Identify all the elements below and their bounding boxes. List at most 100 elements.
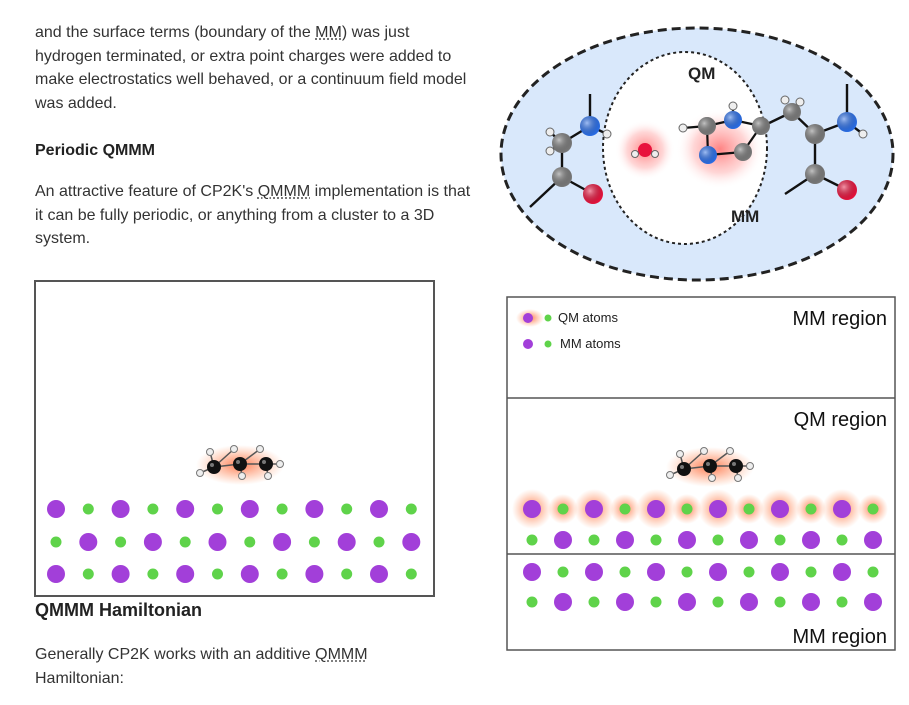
cation-atom: [709, 500, 727, 518]
cation-atom: [523, 500, 541, 518]
surface-slab-figure: [34, 280, 435, 597]
anion-atom: [774, 534, 786, 546]
intro-text-b: ) was just hydrogen terminated, or extra…: [35, 24, 467, 112]
anion-atom: [526, 534, 538, 546]
anion-atom: [526, 596, 538, 608]
anion-atom: [557, 503, 569, 515]
cation-atom: [79, 533, 98, 551]
anion-atom: [650, 534, 662, 546]
hydrogen-atom: [256, 445, 264, 453]
hamiltonian-text-b: Hamiltonian:: [35, 669, 124, 687]
anion-atom: [588, 534, 600, 546]
legend-qm-atoms: QM atoms: [558, 310, 618, 325]
mm-label: MM: [731, 207, 759, 226]
atoms: [545, 95, 868, 204]
atom-highlight: [706, 462, 710, 466]
cation-atom: [833, 500, 851, 518]
cation-atom: [771, 563, 789, 581]
anion-atom: [405, 568, 417, 580]
cation-atom: [370, 500, 388, 518]
anion-atom: [557, 566, 569, 578]
anion-atom: [341, 503, 353, 515]
cation-atom: [864, 593, 882, 611]
mm-region-top-label: MM region: [793, 308, 887, 330]
carbon-atom: [703, 459, 717, 473]
cation-atom: [143, 533, 162, 551]
periodic-text-a: An attractive feature of CP2K's: [35, 183, 258, 200]
anion-atom: [276, 503, 288, 515]
cation-atom: [802, 531, 820, 549]
carbon-atom: [233, 457, 247, 471]
anion-atom: [805, 503, 817, 515]
anion-atom: [743, 503, 755, 515]
atom-highlight: [732, 462, 736, 466]
cation-atom: [864, 531, 882, 549]
carbon-atom: [259, 457, 273, 471]
cation-atom: [554, 593, 572, 611]
anion-atom: [82, 568, 94, 580]
anion-atom: [212, 503, 223, 515]
atom-highlight: [680, 465, 684, 469]
cation-atom: [240, 500, 259, 518]
cation-atom: [47, 500, 65, 518]
anion-atom: [50, 536, 62, 548]
anion-atom: [681, 503, 693, 515]
qmmm-bubble-figure: QM MM: [499, 26, 895, 282]
legend: QM atoms MM atoms: [516, 309, 621, 351]
anion-atom: [619, 566, 631, 578]
cation-atom: [273, 533, 292, 551]
intro-text-a: and the surface terms (boundary of the: [35, 24, 316, 41]
cation-atom: [305, 565, 324, 583]
cation-atom: [554, 531, 572, 549]
cation-atom: [585, 563, 603, 581]
anion-atom: [588, 596, 600, 608]
mm-region-bottom-label: MM region: [793, 626, 887, 648]
cation-atom: [523, 563, 541, 581]
cation-atom: [740, 531, 758, 549]
anion-atom: [836, 534, 848, 546]
hamiltonian-text-a: Generally CP2K works with an additive: [35, 646, 316, 663]
anion-atom: [115, 536, 127, 548]
hydrogen-atom: [276, 460, 284, 468]
mm-abbreviation[interactable]: MM: [315, 24, 342, 41]
intro-paragraph: and the surface terms (boundary of the M…: [35, 21, 480, 115]
anion-atom: [805, 566, 817, 578]
anion-atom: [276, 568, 288, 580]
cation-atom: [111, 565, 130, 583]
hamiltonian-paragraph: Generally CP2K works with an additive QM…: [35, 643, 435, 690]
anion-atom: [836, 596, 848, 608]
cation-atom: [740, 593, 758, 611]
anion-atom: [867, 566, 879, 578]
qmmm-abbreviation-2[interactable]: QMMM: [315, 646, 368, 663]
anion-atom: [82, 503, 94, 515]
carbon-atom: [677, 462, 691, 476]
cation-atom: [370, 565, 388, 583]
section-heading-periodic: Periodic QMMM: [35, 142, 156, 159]
qm-region-label: QM region: [794, 409, 887, 431]
qm-label: QM: [688, 64, 715, 83]
cation-atom: [585, 500, 603, 518]
hydrogen-atom: [238, 472, 246, 480]
carbon-atom: [207, 460, 221, 474]
cation-atom: [402, 533, 421, 551]
hydrogen-atom: [700, 447, 708, 455]
hydrogen-atom: [196, 469, 204, 477]
cation-atom: [240, 565, 259, 583]
hydrogen-atom: [206, 448, 214, 456]
anion-atom: [308, 536, 320, 548]
qm-molecule: [666, 447, 754, 487]
cation-atom: [647, 500, 665, 518]
anion-atom: [147, 568, 159, 580]
cation-atom: [47, 565, 65, 583]
anion-atom: [712, 534, 724, 546]
hydrogen-atom: [666, 471, 674, 479]
ionic-slab: [47, 500, 421, 583]
hydrogen-atom: [264, 472, 272, 480]
anion-atom: [373, 536, 385, 548]
cation-atom: [709, 563, 727, 581]
anion-atom: [743, 566, 755, 578]
cation-atom: [678, 593, 696, 611]
qmmm-abbreviation[interactable]: QMMM: [257, 183, 311, 200]
anion-atom: [681, 566, 693, 578]
regions-figure: QM atoms MM atoms MM region QM region MM…: [506, 296, 896, 651]
